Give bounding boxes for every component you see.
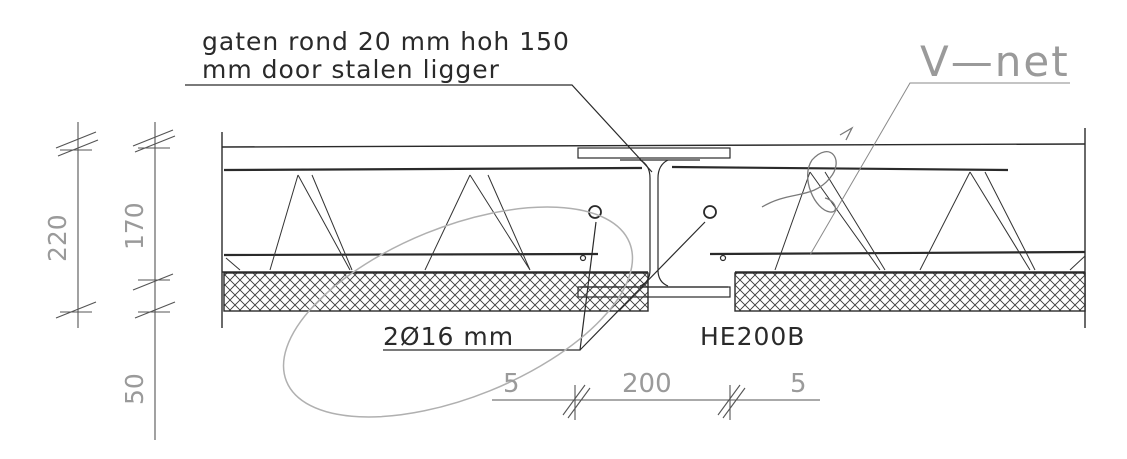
slab-outline	[221, 128, 1086, 328]
bar-dot-right	[719, 254, 727, 262]
dim-total-height: 220	[43, 214, 72, 262]
bottom-rebar	[223, 250, 1086, 257]
insulation-right	[734, 272, 1086, 312]
dim-right-offset: 5	[790, 369, 807, 399]
dim-bottom: 50	[120, 373, 149, 405]
insulation-left	[223, 272, 649, 312]
dimension-lines	[55, 122, 820, 440]
dim-slab-height: 170	[120, 202, 149, 250]
mesh-leader	[809, 82, 1070, 256]
dim-left-offset: 5	[503, 369, 520, 399]
leader-lines	[185, 84, 706, 351]
bar-dot-left	[579, 254, 587, 262]
holes-label-line1: gaten rond 20 mm hoh 150	[202, 27, 570, 56]
sketch-scribble	[761, 126, 854, 213]
dim-flange: 200	[622, 369, 672, 399]
rebar-label: 2Ø16 mm	[383, 322, 514, 351]
sketch-ellipse	[282, 206, 634, 418]
holes-label-line2: mm door stalen ligger	[202, 55, 500, 84]
lattice-truss-left	[225, 174, 531, 271]
hole-right	[703, 205, 717, 219]
mesh-label: V—net	[920, 37, 1070, 86]
lattice-truss-right	[774, 171, 1086, 271]
beam-label: HE200B	[700, 322, 805, 351]
top-rebar	[223, 165, 1009, 172]
